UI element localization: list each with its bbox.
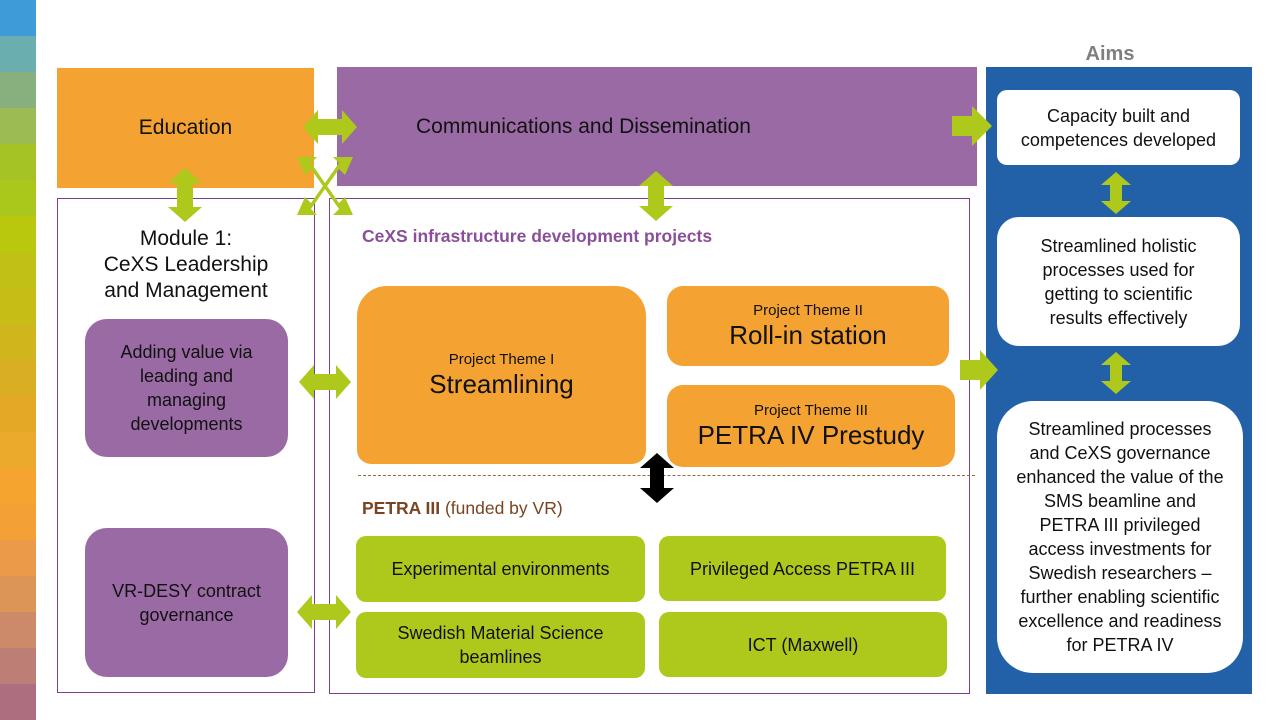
side-strip-segment	[0, 72, 36, 108]
side-strip-segment	[0, 612, 36, 648]
project-theme-1: Project Theme I Streamlining	[357, 286, 646, 464]
aim-capacity: Capacity built and competences developed	[997, 90, 1240, 165]
aim-label: Capacity built and competences developed	[1020, 105, 1217, 150]
side-strip-segment	[0, 324, 36, 360]
arrow-shape	[297, 595, 351, 629]
side-strip-segment	[0, 36, 36, 72]
petra3-item-label: Swedish Material Science beamlines	[397, 623, 604, 667]
petra3-heading: PETRA III (funded by VR)	[362, 498, 563, 519]
side-strip-segment	[0, 360, 36, 396]
side-strip-segment	[0, 504, 36, 540]
side-strip-segment	[0, 288, 36, 324]
adding-value-box: Adding value via leading and managing de…	[85, 319, 288, 457]
side-strip-segment	[0, 216, 36, 252]
double-arrow-vertical-icon	[1101, 172, 1131, 214]
module-title-line: and Management	[104, 279, 268, 302]
double-arrow-vertical-icon	[639, 171, 673, 221]
vr-desy-box: VR-DESY contract governance	[85, 528, 288, 677]
aims-label: Aims	[1085, 43, 1135, 65]
project-theme-3: Project Theme III PETRA IV Prestudy	[667, 385, 955, 467]
side-strip-segment	[0, 432, 36, 468]
double-arrow-black-icon	[640, 453, 674, 503]
side-strip-segment	[0, 648, 36, 684]
arrow-shape	[640, 453, 674, 503]
side-strip-segment	[0, 576, 36, 612]
arrow-shape	[299, 365, 351, 399]
page-number-fragment	[1222, 688, 1246, 694]
double-arrow-vertical-icon	[168, 168, 202, 222]
arrow-shape	[1101, 172, 1131, 214]
adding-value-label: Adding value via leading and managing de…	[120, 342, 253, 434]
project-theme-2: Project Theme II Roll-in station	[667, 286, 949, 366]
arrow-shape	[303, 110, 357, 144]
theme-name: Roll-in station	[729, 320, 887, 350]
side-strip-segment	[0, 144, 36, 180]
double-arrow-horizontal-icon	[297, 595, 351, 629]
theme-name: PETRA IV Prestudy	[697, 420, 925, 450]
petra3-item-label: Privileged Access PETRA III	[689, 558, 916, 579]
side-strip-segment	[0, 540, 36, 576]
theme-kicker: Project Theme II	[753, 302, 863, 319]
vr-desy-label: VR-DESY contract governance	[112, 580, 261, 625]
section-divider	[358, 475, 975, 476]
arrow-shape	[168, 168, 202, 222]
side-strip-segment	[0, 684, 36, 720]
arrow-right-icon	[960, 350, 998, 390]
side-strip-segment	[0, 0, 36, 36]
arrow-shape	[639, 171, 673, 221]
side-color-strip	[0, 0, 36, 720]
arrow-shape	[960, 350, 998, 390]
petra3-item-experimental: Experimental environments	[356, 536, 645, 602]
double-arrow-horizontal-icon	[303, 110, 357, 144]
education-box: Education	[57, 68, 314, 188]
theme-name: Streamlining	[429, 369, 574, 399]
petra3-item-swedish-beamlines: Swedish Material Science beamlines	[356, 612, 645, 678]
petra3-heading-bold: PETRA III	[362, 498, 441, 518]
double-arrow-vertical-icon	[1101, 352, 1131, 394]
module-title-line: Module 1:	[139, 227, 233, 250]
side-strip-segment	[0, 396, 36, 432]
education-label: Education	[138, 116, 233, 139]
petra3-heading-rest: (funded by VR)	[440, 498, 563, 518]
aim-label: Streamlined holistic processes used for …	[1040, 235, 1197, 328]
petra3-item-ict: ICT (Maxwell)	[659, 612, 947, 677]
petra3-item-label: ICT (Maxwell)	[747, 634, 859, 655]
aim-label: Streamlined processes and CeXS governanc…	[1016, 419, 1224, 655]
theme-kicker: Project Theme III	[754, 402, 868, 419]
arrow-shape	[297, 157, 353, 215]
arrow-shape	[952, 106, 992, 146]
communications-box: Communications and Dissemination	[337, 67, 977, 186]
communications-label: Communications and Dissemination	[416, 114, 751, 138]
side-strip-segment	[0, 252, 36, 288]
side-strip-segment	[0, 108, 36, 144]
side-strip-segment	[0, 180, 36, 216]
petra3-item-privileged-access: Privileged Access PETRA III	[659, 536, 946, 601]
module-title-line: CeXS Leadership	[103, 253, 269, 276]
module-title: Module 1: CeXS Leadership and Management	[60, 226, 312, 304]
aim-streamlined-holistic: Streamlined holistic processes used for …	[997, 217, 1240, 346]
cross-arrows-icon	[297, 157, 353, 215]
petra3-item-label: Experimental environments	[391, 559, 610, 579]
aim-streamlined-governance: Streamlined processes and CeXS governanc…	[997, 401, 1243, 673]
double-arrow-horizontal-icon	[299, 365, 351, 399]
infrastructure-title: CeXS infrastructure development projects	[362, 226, 713, 246]
arrow-right-icon	[952, 106, 992, 146]
side-strip-segment	[0, 468, 36, 504]
theme-kicker: Project Theme I	[448, 351, 555, 368]
arrow-shape	[1101, 352, 1131, 394]
